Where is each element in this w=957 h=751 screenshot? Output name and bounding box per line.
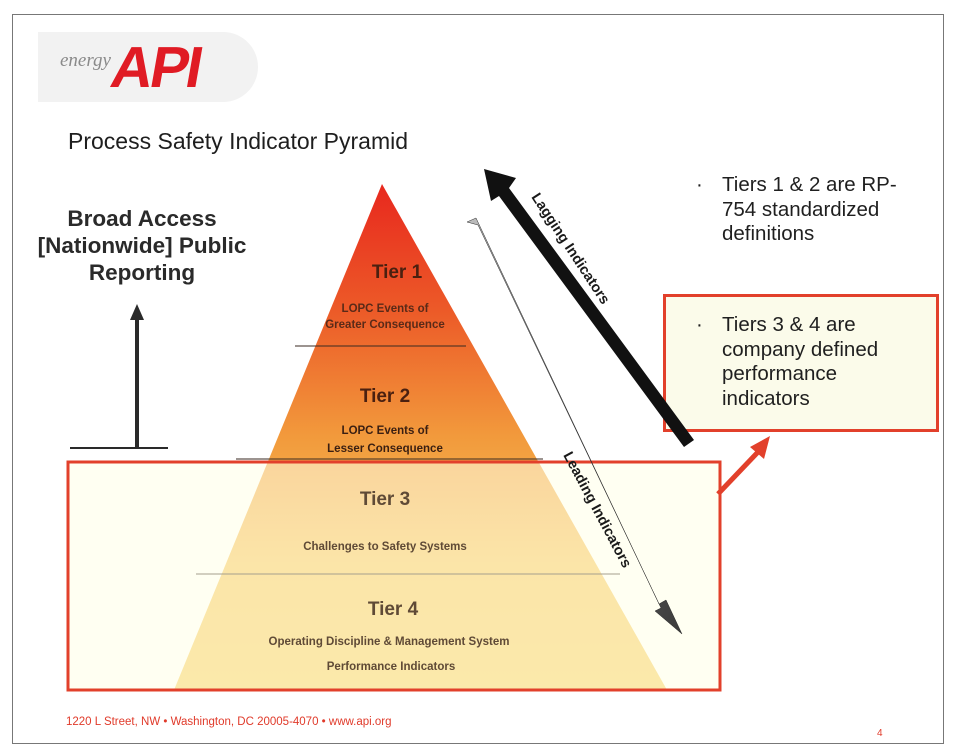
bullet-line: performance xyxy=(722,362,838,386)
bullet-line: indicators xyxy=(722,386,810,410)
tier-3-label: Tier 3 xyxy=(360,489,410,510)
slide-title: Process Safety Indicator Pyramid xyxy=(68,128,409,154)
bullet-line: definitions xyxy=(722,222,815,246)
slide-frame xyxy=(12,14,944,744)
broad-access-line-2: [Nationwide] Public xyxy=(37,233,247,258)
callout-connector-head xyxy=(750,436,770,459)
bullet-line: Tiers 1 & 2 are RP- xyxy=(722,173,897,196)
tier-4-desc: Operating Discipline & Management System xyxy=(269,636,510,648)
broad-access-label: Broad Access [Nationwide] Public Reporti… xyxy=(12,205,272,286)
leading-indicators-arrow xyxy=(466,217,683,635)
bullet-tiers-3-4: · Tiers 3 & 4 are company defined perfor… xyxy=(696,313,922,411)
tier-2-label: Tier 2 xyxy=(360,386,410,407)
callout-connector-line xyxy=(716,450,760,496)
tier-1-desc: Greater Consequence xyxy=(325,319,445,331)
broad-access-line-3: Reporting xyxy=(88,260,196,285)
tiers-3-4-highlight-border xyxy=(66,460,722,692)
broad-access-arrow-head xyxy=(130,304,144,320)
logo-energy-text: energy xyxy=(60,50,111,71)
tier-1-label: Tier 1 xyxy=(372,262,423,283)
broad-access-line-1: Broad Access xyxy=(67,206,217,231)
tier-3-desc: Challenges to Safety Systems xyxy=(303,541,467,553)
tiers-3-4-callout-box xyxy=(663,294,939,432)
bullet-line: company defined xyxy=(722,337,879,361)
page-number: 4 xyxy=(877,728,883,739)
bullet-dot: · xyxy=(696,173,703,196)
bullet-tiers-1-2: · Tiers 1 & 2 are RP- 754 standardized d… xyxy=(696,173,927,247)
tiers-3-4-highlight-fill xyxy=(68,462,720,690)
lagging-indicators-arrow xyxy=(484,169,694,447)
bullet-dot: · xyxy=(696,313,703,336)
tier-4-label: Tier 4 xyxy=(368,599,419,620)
tier-1-desc: LOPC Events of xyxy=(342,303,429,315)
tier-2-desc: LOPC Events of xyxy=(342,425,429,437)
bullet-line: Tiers 3 & 4 are xyxy=(722,313,856,336)
footer-address: 1220 L Street, NW • Washington, DC 20005… xyxy=(66,716,392,728)
logo-background xyxy=(38,32,258,102)
tier-2-desc: Lesser Consequence xyxy=(327,443,443,455)
bullet-line: 754 standardized xyxy=(722,197,880,221)
tier-4-desc: Performance Indicators xyxy=(327,661,455,673)
